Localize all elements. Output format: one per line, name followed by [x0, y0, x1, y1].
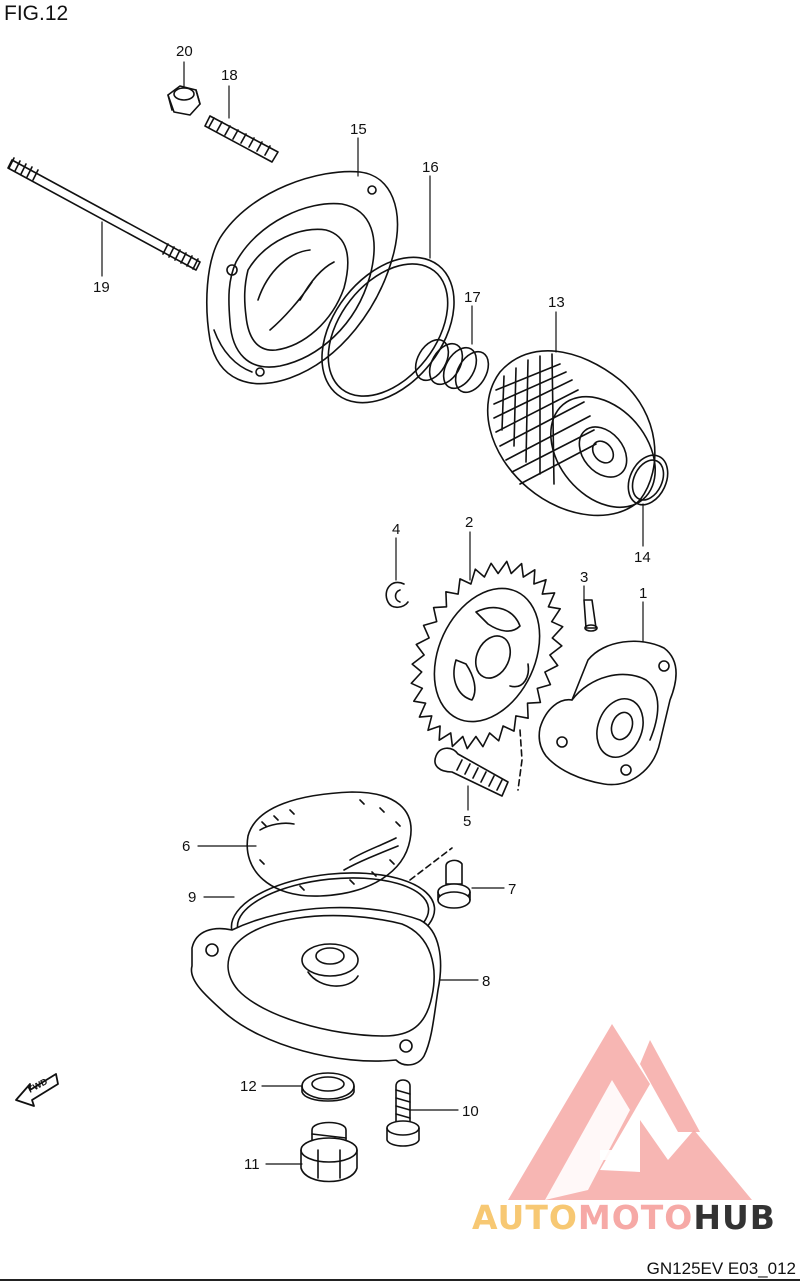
part-18-stud	[204, 115, 279, 163]
callout-4: 4	[392, 521, 400, 538]
part-10-bolt	[386, 1079, 420, 1147]
callout-12: 12	[240, 1078, 257, 1095]
part-8-filter-cover	[190, 906, 442, 1066]
part-4-circlip	[385, 581, 409, 609]
part-17-spring	[414, 338, 490, 394]
callout-19: 19	[93, 279, 110, 296]
part-6-strainer	[246, 791, 412, 897]
part-1-oil-pump	[517, 640, 677, 791]
watermark-part-2: MOTO	[577, 1198, 694, 1237]
figure-title: FIG.12	[4, 2, 69, 25]
part-2-gear	[410, 560, 564, 750]
callout-5: 5	[463, 813, 471, 830]
callout-14: 14	[634, 549, 651, 566]
callout-2: 2	[465, 514, 473, 531]
part-5-bolt	[434, 747, 509, 797]
callout-7: 7	[508, 881, 516, 898]
callout-3: 3	[580, 569, 588, 586]
callout-15: 15	[350, 121, 367, 138]
part-3-pin	[583, 599, 598, 632]
part-13-filter-element	[486, 350, 656, 517]
watermark-text: AUTOMOTOHUB	[472, 1198, 776, 1237]
callout-18: 18	[221, 67, 238, 84]
part-11-drain-plug	[300, 1121, 358, 1183]
callout-9: 9	[188, 889, 196, 906]
watermark-part-1: AUTO	[472, 1198, 578, 1237]
part-12-washer	[301, 1072, 355, 1102]
callout-labels: 20 18 15 16 17 13 19 14 4 2 3 1 5 6 9 7 …	[93, 43, 651, 1173]
figure-code: GN125EV E03_012	[646, 1259, 796, 1278]
callout-13: 13	[548, 294, 565, 311]
callout-1: 1	[639, 585, 647, 602]
bottom-border	[0, 1279, 800, 1281]
part-14-o-ring	[627, 454, 669, 506]
fwd-arrow-icon: FWD	[15, 1073, 59, 1107]
watermark-logo-icon	[508, 1024, 752, 1200]
callout-17: 17	[464, 289, 481, 306]
part-20-nut	[167, 85, 201, 116]
callout-16: 16	[422, 159, 439, 176]
leader-lines	[101, 61, 644, 1165]
callout-6: 6	[182, 838, 190, 855]
callout-10: 10	[462, 1103, 479, 1120]
part-15-filter-cap	[206, 170, 399, 385]
callout-20: 20	[176, 43, 193, 60]
callout-11: 11	[244, 1156, 260, 1173]
part-19-long-bolt	[7, 157, 201, 271]
part-7-bolt	[409, 847, 471, 909]
watermark-part-3: HUB	[693, 1198, 776, 1237]
callout-8: 8	[482, 973, 490, 990]
